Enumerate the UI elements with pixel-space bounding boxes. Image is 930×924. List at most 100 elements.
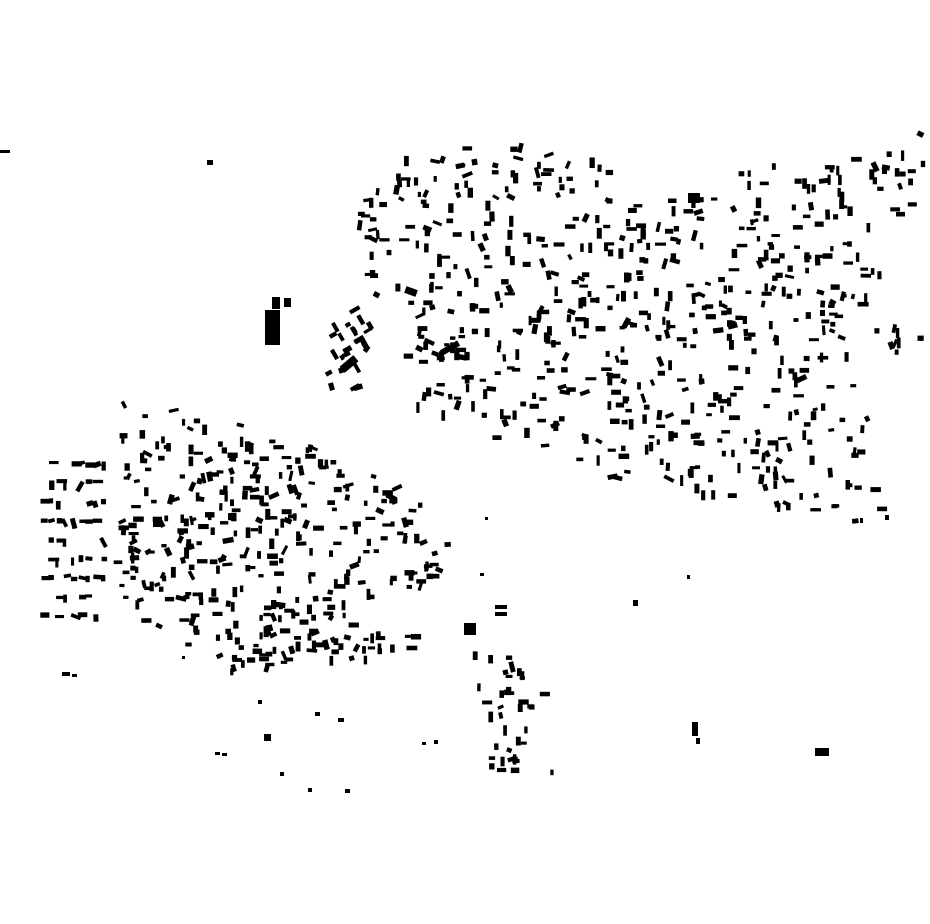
- building: [200, 472, 207, 484]
- building: [63, 481, 67, 491]
- building: [183, 595, 190, 600]
- building: [606, 285, 615, 289]
- building: [269, 538, 275, 550]
- building: [333, 486, 342, 493]
- building: [56, 595, 67, 600]
- building: [649, 378, 656, 387]
- building: [620, 359, 629, 365]
- building: [356, 219, 363, 231]
- building: [291, 484, 300, 496]
- building: [745, 366, 751, 375]
- building: [863, 415, 871, 423]
- building: [566, 314, 572, 323]
- building: [553, 420, 559, 431]
- building: [77, 612, 88, 618]
- building: [656, 424, 666, 428]
- building: [639, 257, 645, 263]
- building: [689, 312, 695, 318]
- building: [643, 258, 649, 264]
- building: [132, 546, 142, 555]
- building: [494, 291, 501, 302]
- building: [379, 238, 390, 242]
- building: [761, 452, 766, 463]
- building: [294, 636, 301, 640]
- building: [197, 559, 208, 564]
- building: [135, 600, 140, 610]
- building: [637, 382, 641, 390]
- building: [533, 181, 542, 186]
- building: [729, 205, 738, 213]
- building: [464, 623, 476, 635]
- building: [470, 230, 475, 242]
- building: [429, 273, 435, 279]
- building: [331, 321, 340, 333]
- building: [804, 252, 810, 263]
- building: [390, 644, 395, 653]
- building: [373, 549, 379, 554]
- building: [280, 772, 284, 776]
- building: [345, 483, 350, 492]
- building: [707, 402, 716, 407]
- building: [453, 396, 462, 400]
- building: [569, 188, 575, 194]
- building: [352, 643, 361, 653]
- building: [506, 655, 513, 660]
- building: [621, 290, 626, 302]
- building: [455, 347, 467, 353]
- building: [185, 592, 192, 596]
- building: [792, 372, 798, 381]
- building: [846, 483, 853, 488]
- building: [799, 493, 803, 500]
- building: [737, 462, 741, 474]
- building: [687, 468, 692, 476]
- building: [166, 443, 171, 452]
- building: [771, 387, 781, 393]
- building: [488, 711, 494, 723]
- building: [494, 371, 501, 375]
- building: [578, 335, 587, 339]
- building: [464, 180, 468, 188]
- building: [566, 308, 577, 316]
- building: [676, 337, 687, 342]
- building: [263, 626, 269, 638]
- building: [619, 325, 625, 330]
- building: [668, 198, 677, 203]
- building: [153, 521, 163, 527]
- building: [153, 581, 161, 588]
- building: [395, 283, 401, 292]
- building: [193, 418, 201, 424]
- building: [252, 648, 263, 655]
- building: [763, 404, 770, 409]
- building: [222, 753, 227, 756]
- building: [481, 232, 489, 242]
- building: [231, 512, 237, 522]
- building: [777, 436, 788, 441]
- building: [323, 611, 334, 616]
- building: [223, 485, 228, 495]
- building: [484, 254, 490, 260]
- building: [618, 453, 630, 459]
- building: [250, 528, 259, 532]
- building: [422, 203, 430, 209]
- building: [551, 340, 556, 348]
- building: [664, 301, 671, 312]
- building: [655, 221, 662, 233]
- building: [263, 612, 271, 617]
- building: [222, 562, 233, 567]
- building: [803, 355, 810, 362]
- building: [701, 305, 707, 311]
- building: [158, 455, 165, 461]
- building: [474, 277, 479, 288]
- building: [79, 594, 87, 600]
- building: [517, 668, 522, 677]
- building: [860, 425, 865, 434]
- building: [540, 443, 550, 448]
- building: [85, 519, 93, 524]
- building: [329, 655, 334, 666]
- building: [550, 769, 554, 776]
- building: [423, 337, 435, 346]
- building: [305, 447, 310, 454]
- building: [163, 546, 173, 557]
- building: [144, 548, 153, 556]
- building: [686, 283, 694, 288]
